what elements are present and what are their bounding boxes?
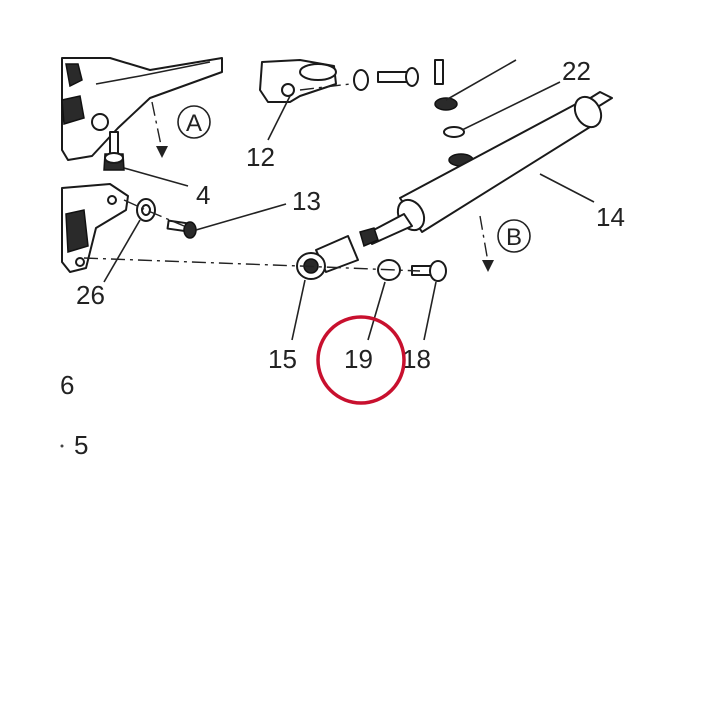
- callout-4: 4: [196, 180, 210, 210]
- assembly-line-lower: [83, 257, 421, 272]
- bolt-12: [377, 67, 419, 87]
- callout-5: 5: [74, 430, 88, 460]
- bolt-4: [103, 131, 125, 171]
- bolt-13: [166, 219, 197, 239]
- leader-19: [367, 281, 386, 341]
- callout-12: 12: [246, 142, 275, 172]
- frame-bracket-upper: [61, 57, 223, 161]
- callout-14: 14: [596, 202, 625, 232]
- bolt-22: [434, 59, 474, 167]
- callout-22: 22: [562, 56, 591, 86]
- view-marker-a-circle: [177, 105, 211, 139]
- leader-4: [123, 167, 189, 187]
- callout-13: 13: [292, 186, 321, 216]
- washer-12: [353, 69, 369, 91]
- callout-6: 6: [60, 370, 74, 400]
- frame-bracket-lower: [61, 183, 129, 273]
- leader-14: [539, 173, 595, 203]
- highlight-circle: [316, 315, 406, 405]
- callout-15: 15: [268, 344, 297, 374]
- leader-22b: [445, 59, 517, 101]
- view-arrow-b: [479, 215, 494, 272]
- view-marker-b-circle: [497, 219, 531, 253]
- callout-18: 18: [402, 344, 431, 374]
- callout-26: 26: [76, 280, 105, 310]
- callout-5-dot: [60, 444, 64, 448]
- assembly-line-clamp: [123, 199, 185, 227]
- leader-26: [103, 219, 141, 283]
- assembly-line-upper: [299, 83, 351, 91]
- steering-damper-14: [359, 91, 613, 248]
- top-clamp: [259, 59, 337, 103]
- view-marker-b: B: [506, 224, 522, 251]
- leader-12: [267, 95, 291, 141]
- leader-18: [423, 281, 437, 341]
- leader-22: [461, 81, 561, 131]
- rod-end-15: [296, 235, 359, 280]
- leader-15: [291, 279, 306, 341]
- callout-19: 19: [344, 344, 373, 374]
- leader-13: [195, 203, 287, 231]
- view-marker-a: A: [186, 110, 202, 137]
- washer-26: [136, 198, 156, 222]
- view-arrow-a: [151, 101, 168, 158]
